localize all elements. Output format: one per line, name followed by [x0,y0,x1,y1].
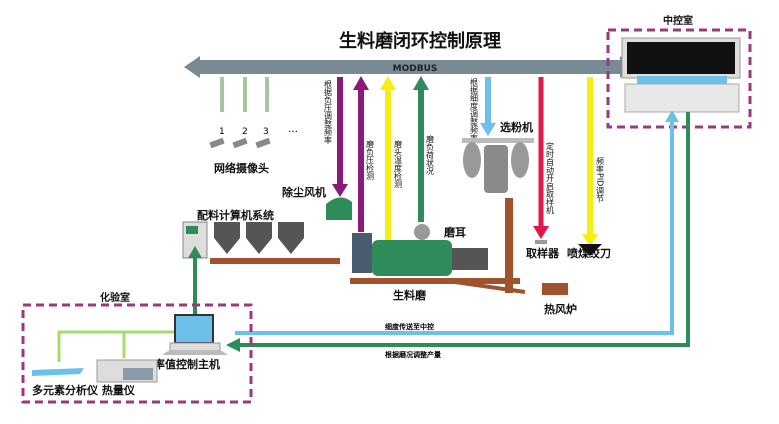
network-cameras: 1 2 3 … 网络摄像头 [209,77,298,175]
control-room: 中控室 [606,14,752,129]
signal-arrows: 根据负压调整频率 磨负压检测 磨头温度检测 磨负荷状况 根据细度调整频率 定时自… [324,76,605,247]
cameras-label: 网络摄像头 [214,161,269,175]
batching-label: 配料计算机系统 [197,208,274,222]
signal-pid: 频率PID调节 [596,156,605,203]
signal-load-status: 磨负荷状况 [426,134,435,176]
dust-fan: 除尘风机 [282,185,352,220]
batching-system: 配料计算机系统 [182,208,340,264]
camera-number: 3 [263,127,269,137]
modbus-label: MODBUS [393,64,438,74]
hot-furnace-label: 热风炉 [544,302,577,316]
lab-analyzers-label: 多元素分析仪 热量仪 [32,383,136,397]
sampler-label: 取样器 [526,246,560,260]
hot-furnace: 热风炉 [542,283,577,316]
adjust-output-link: 根据磨况调整产量 [226,112,690,359]
coal-screw-label: 喷煤绞刀 [567,246,611,260]
sampler: 取样器 [526,240,560,260]
lab-label: 化验室 [100,291,130,304]
signal-pressure-detect: 磨负压检测 [366,139,375,181]
raw-mill: 磨耳 生料磨 [350,224,520,302]
modbus-bus: MODBUS [184,56,636,78]
separator-label: 选粉机 [500,120,533,134]
raw-mill-label: 生料磨 [393,288,427,302]
mill-ear-label: 磨耳 [443,225,466,239]
mill-ear-icon [414,224,430,240]
camera-number: 1 [219,127,225,137]
signal-temp-detect: 磨头温度检测 [394,139,403,189]
camera-ellipsis: … [288,124,298,135]
separator: 选粉机 [462,120,534,193]
fineness-link: 细度传送至中控 [235,110,679,335]
signal-sampler-timer: 定时自动开启取样机 [546,141,555,215]
camera-number: 2 [242,127,248,137]
fineness-link-label: 细度传送至中控 [385,322,434,331]
lab-host-label: 率值控制主机 [154,357,220,371]
computer-icon [162,314,228,355]
signal-fineness-adjust: 根据细度调整频率 [470,77,479,143]
elevator [505,198,513,293]
diagram-title: 生料磨闭环控制原理 [339,30,501,52]
signal-pressure-adjust: 根据负压调整频率 [324,79,333,145]
lab: 化验室 率值控制主机 多元素分析仪 热量仪 [21,291,253,404]
adjust-output-link-label: 根据磨况调整产量 [385,350,441,359]
camera-icon [209,137,271,149]
control-room-label: 中控室 [663,14,693,27]
dust-fan-label: 除尘风机 [282,185,326,199]
analyzer-icon [32,368,84,376]
coal-screw: 喷煤绞刀 [567,244,611,260]
